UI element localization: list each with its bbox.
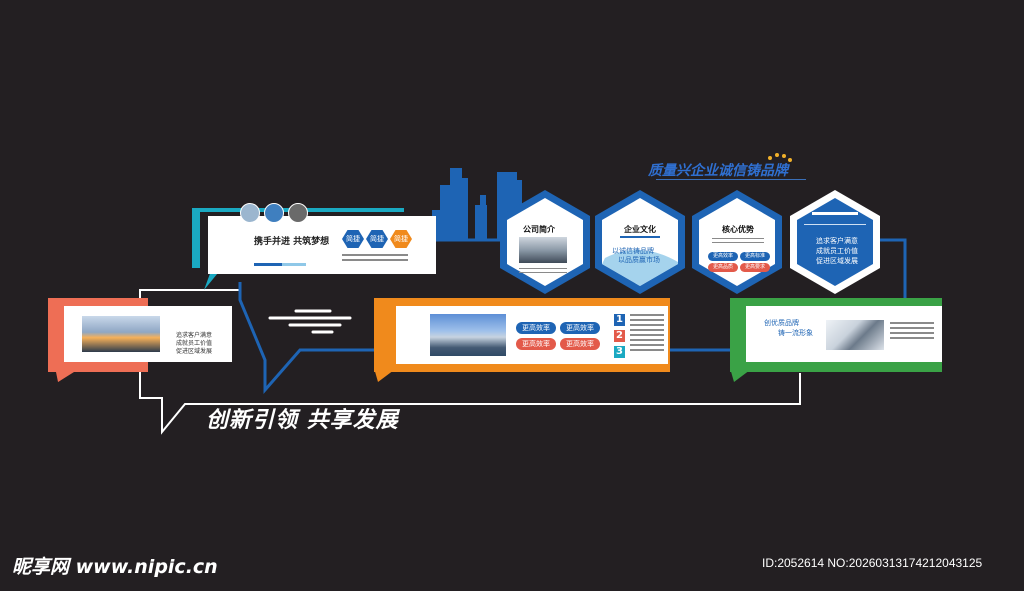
avatar-group [240, 203, 312, 223]
avatar [264, 203, 284, 223]
advantage-button[interactable]: 更高品质 [708, 263, 738, 272]
panel-coral: 追求客户满意 成就员工价值 促进区域发展 [48, 298, 234, 382]
calligraphy-line: 以诚信铸品牌 [612, 247, 654, 255]
text-placeholder-lines [890, 322, 934, 342]
watermark-bar [0, 546, 1024, 591]
text-placeholder-lines [342, 254, 408, 264]
image-id-text: ID:2052614 NO:20260313174212043125 [762, 556, 983, 570]
office-photo [519, 237, 567, 263]
hex-badge: 简捷 [390, 230, 412, 248]
text-placeholder-lines [656, 179, 806, 183]
hexagon-mission [790, 190, 880, 294]
cloud-swoosh-icon [268, 309, 352, 334]
hex-badge: 简捷 [366, 230, 388, 248]
panel-teal: 携手并进 共筑梦想 简捷 简捷 简捷 [192, 203, 436, 290]
brand-slogan: 质量兴企业诚信铸品牌 [648, 163, 788, 179]
hexagon-mission-line: 促进区域发展 [816, 257, 858, 265]
star-icon [768, 153, 792, 162]
headline: 创新引领 共享发展 [206, 408, 399, 433]
panel-green-text: 创优质品牌 铸一流形象 [764, 318, 813, 338]
hexagon-advantage-title: 核心优势 [722, 225, 754, 234]
number-badge: 3 [614, 346, 625, 358]
hexagon-mission-line: 成就员工价值 [816, 247, 858, 255]
text-placeholder-lines [630, 314, 664, 354]
hexagon-mission-header-bar [812, 212, 858, 215]
panel-coral-text: 追求客户满意 成就员工价值 促进区域发展 [176, 332, 236, 356]
panel-teal-title: 携手并进 共筑梦想 [254, 237, 330, 247]
text-placeholder-lines [519, 268, 567, 276]
number-badge: 2 [614, 330, 625, 342]
advantage-button[interactable]: 更高效率 [708, 252, 738, 261]
panel-coral-line: 促进区域发展 [176, 348, 213, 355]
sunrise-photo [82, 316, 160, 352]
panel-green: 创优质品牌 铸一流形象 [730, 298, 944, 384]
badge-group: 简捷 简捷 简捷 [342, 230, 422, 250]
hexagon-culture-title: 企业文化 [624, 225, 656, 234]
panel-green-line: 铸一流形象 [778, 329, 813, 337]
avatar [288, 203, 308, 223]
advantage-button[interactable]: 更高标准 [740, 252, 770, 261]
panel-coral-line: 成就员工价值 [176, 340, 213, 347]
panel-green-line: 创优质品牌 [764, 319, 799, 327]
number-badge: 1 [614, 314, 625, 326]
efficiency-button[interactable]: 更高效率 [560, 322, 600, 334]
text-placeholder-lines [804, 224, 866, 228]
hexagon-mission-line: 追求客户满意 [816, 237, 858, 245]
panel-teal-underline [254, 263, 306, 266]
calligraphy-line: 以品质赢市场 [618, 256, 660, 264]
hexagon-culture-title-underline [620, 236, 660, 238]
panel-coral-line: 追求客户满意 [176, 332, 213, 339]
advantage-button[interactable]: 更高要求 [740, 263, 770, 272]
site-logo: 昵享网 www.nipic.cn [12, 556, 218, 578]
efficiency-button[interactable]: 更高效率 [516, 322, 556, 334]
hexagon-culture [595, 190, 685, 294]
handshake-photo [826, 320, 884, 350]
calligraphy-slogan: 以诚信铸品牌 以品质赢市场 [612, 247, 672, 265]
hexagon-company-intro-title: 公司简介 [523, 225, 555, 234]
avatar [240, 203, 260, 223]
city-photo [430, 314, 506, 356]
panel-teal-underline-accent [282, 263, 306, 266]
panel-orange: 更高效率 更高效率 更高效率 更高效率 1 2 3 [374, 298, 674, 384]
efficiency-button[interactable]: 更高效率 [560, 338, 600, 350]
efficiency-button[interactable]: 更高效率 [516, 338, 556, 350]
hex-badge: 简捷 [342, 230, 364, 248]
hexagon-mission-text: 追求客户满意 成就员工价值 促进区域发展 [816, 236, 866, 266]
text-placeholder-lines [712, 238, 764, 246]
